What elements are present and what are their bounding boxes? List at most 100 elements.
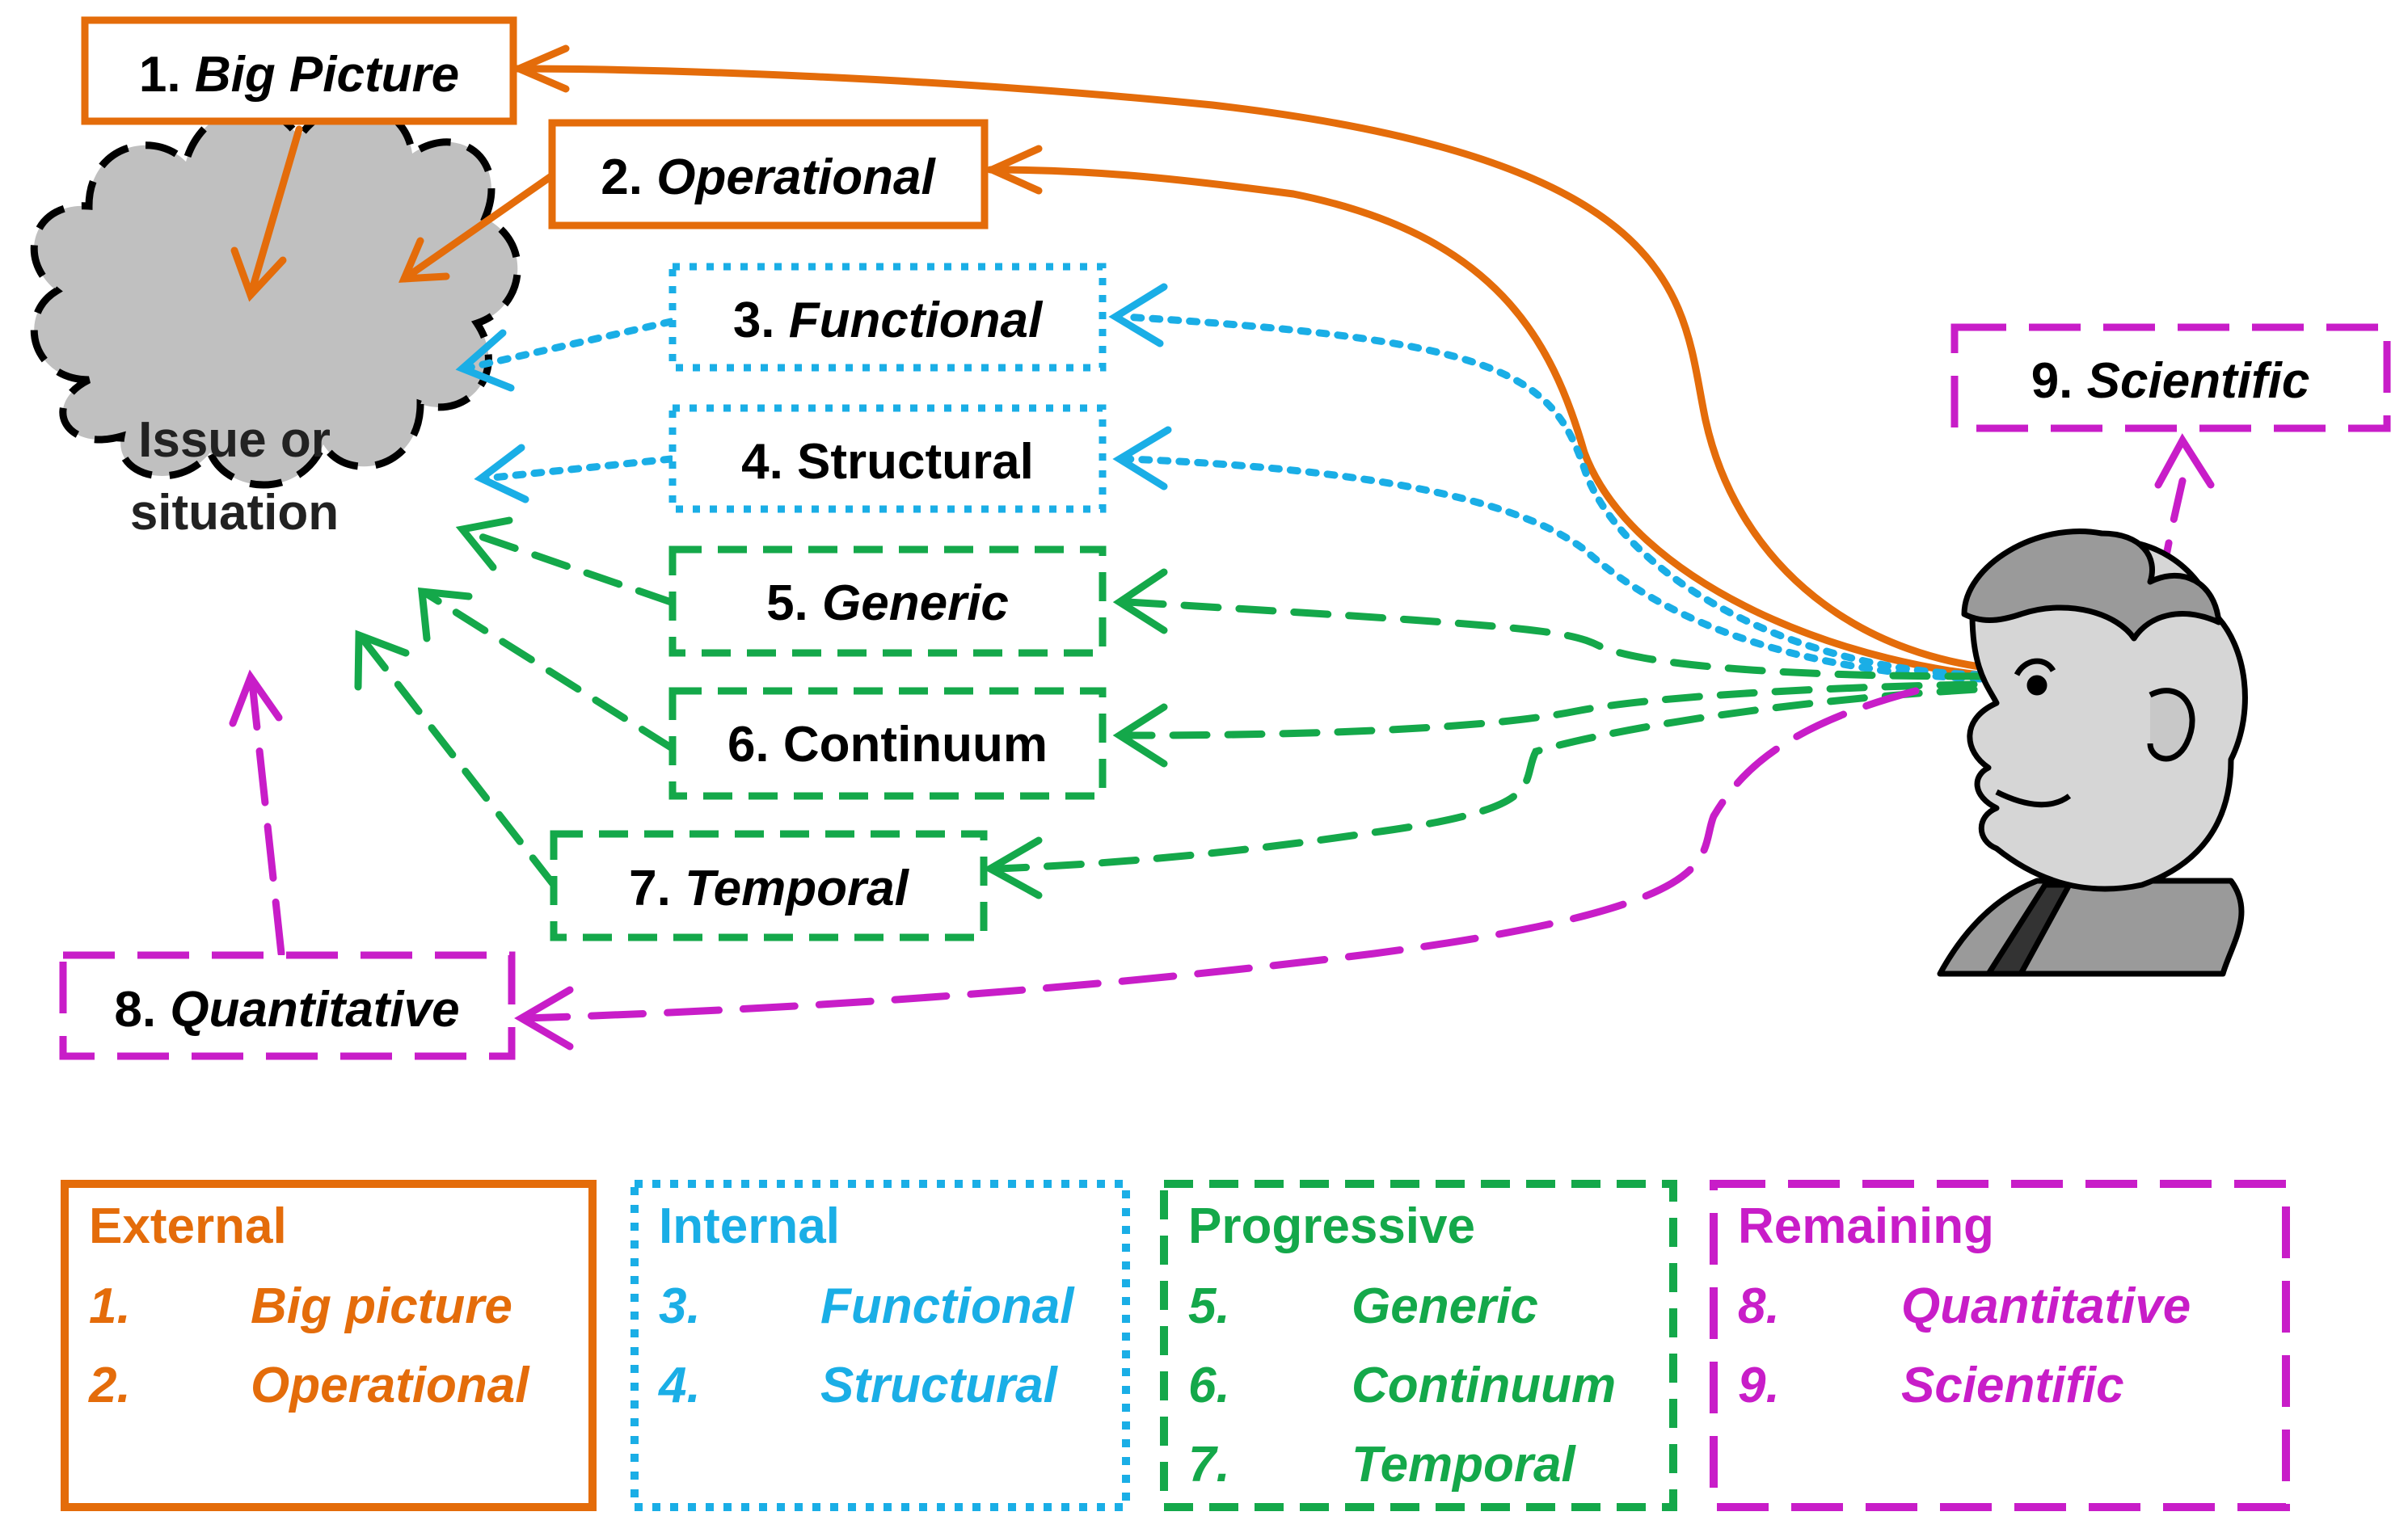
legend-progressive-num-1: 5. [1188,1278,1230,1334]
legend-internal-label-2: Structural [820,1358,1059,1413]
legend-internal-num-1: 3. [659,1278,701,1334]
svg-text:1. Big Picture: 1. Big Picture [139,47,459,103]
arrowhead-b5 [455,516,513,571]
legend-remaining-label-1: Quantitative [1901,1278,2191,1334]
svg-text:7. Temporal: 7. Temporal [629,861,909,916]
legend-external-title: External [89,1198,287,1254]
box-structural: 4. Structural [668,404,1107,513]
legend-internal-title: Internal [659,1198,840,1254]
arrow-b2-to-cloud [400,172,555,283]
box-functional: 3. Functional [668,263,1107,372]
arrowhead-b6 [417,587,473,642]
legend-external: External 1. Big picture 2. Operational [61,1180,597,1511]
box-4-num: 4. [741,434,783,490]
label-boxes: 1. Big Picture 2. Operational 3. Functio… [59,16,2391,1060]
box-6-name: Continuum [783,717,1048,773]
arrow-b1-to-cloud [247,125,303,299]
box-operational: 2. Operational [548,119,989,229]
box-4-name: Structural [797,434,1034,490]
arrowhead-b4 [474,444,529,503]
arrowhead-observer-b3 [1108,283,1168,347]
arrowhead-b8 [229,669,283,727]
arrow-b8-to-cloud [248,679,285,958]
box-7-num: 7. [629,861,671,916]
arrow-observer-to-b2 [986,166,2033,683]
svg-text:2. Operational: 2. Operational [601,149,936,205]
legend-progressive-label-1: Generic [1352,1278,1538,1334]
box-6-num: 6. [727,717,770,773]
arrowhead-observer-b9 [2154,433,2215,489]
svg-text:5. Generic: 5. Generic [766,575,1009,631]
box-scientific: 9. Scientific [1950,323,2391,432]
legend-progressive-label-2: Continuum [1352,1358,1616,1413]
arrowhead-observer-b8 [514,986,574,1051]
legend-remaining-num-1: 8. [1738,1278,1780,1334]
arrowhead-b7 [354,630,410,691]
svg-text:3. Functional: 3. Functional [733,293,1044,348]
arrow-b6-to-cloud [423,590,675,752]
legend-internal-label-1: Functional [820,1278,1075,1334]
box-generic: 5. Generic [668,545,1107,657]
legend-progressive-num-3: 7. [1188,1437,1230,1493]
box-5-num: 5. [766,575,808,631]
arrow-b5-to-cloud [463,528,675,606]
legend-progressive-label-3: Temporal [1352,1437,1577,1493]
box-continuum: 6. Continuum [668,687,1107,800]
box-5-name: Generic [822,575,1009,631]
legend-remaining-num-2: 9. [1738,1358,1780,1413]
thinking-man-icon [1937,528,2248,977]
arrow-b7-to-cloud [358,634,558,889]
arrowhead-observer-b1 [509,44,570,93]
box-8-num: 8. [114,982,156,1038]
legend-remaining: Remaining 8. Quantitative 9. Scientific [1710,1180,2290,1511]
legend-remaining-label-2: Scientific [1901,1358,2124,1413]
legend-internal: Internal 3. Functional 4. Structural [630,1180,1130,1511]
box-temporal: 7. Temporal [550,830,988,941]
legend-remaining-title: Remaining [1738,1198,1994,1254]
legend-external-num-2: 2. [88,1358,131,1413]
cloud-label-line2: situation [130,485,339,541]
arrowhead-b3 [455,329,515,392]
legend-progressive: Progressive 5. Generic 6. Continuum 7. T… [1160,1180,1677,1511]
arrowhead-b1 [230,246,287,302]
box-2-num: 2. [601,149,643,205]
box-1-name: Big Picture [195,47,459,103]
svg-text:8. Quantitative: 8. Quantitative [114,982,459,1038]
cloud-label-line1: Issue or [138,412,331,468]
box-9-num: 9. [2031,353,2073,409]
arrow-observer-to-b8 [521,687,1920,1022]
arrow-observer-to-b4 [1124,455,1984,683]
box-9-name: Scientific [2087,353,2310,409]
arrow-b3-to-cloud [465,318,675,372]
legend-progressive-num-2: 6. [1188,1358,1230,1413]
box-quantitative: 8. Quantitative [59,951,516,1060]
arrow-observer-to-b6 [1124,680,2033,739]
legend-external-label-1: Big picture [251,1278,512,1334]
box-1-num: 1. [139,47,181,103]
legend-progressive-title: Progressive [1188,1198,1475,1254]
legend: External 1. Big picture 2. Operational I… [61,1180,2290,1511]
arrow-observer-to-b3 [1120,313,1984,679]
arrow-observer-to-b1 [513,65,2025,675]
box-8-name: Quantitative [170,982,459,1038]
svg-text:9. Scientific: 9. Scientific [2031,353,2310,409]
legend-external-num-1: 1. [89,1278,131,1334]
legend-internal-num-2: 4. [657,1358,701,1413]
arrow-observer-to-b7 [994,683,2033,873]
box-3-num: 3. [733,293,775,348]
box-2-name: Operational [656,149,936,205]
box-7-name: Temporal [685,861,910,916]
issue-cloud: Issue or situation [30,102,521,541]
legend-external-label-2: Operational [251,1358,530,1413]
box-3-name: Functional [789,293,1044,348]
svg-text:6. Continuum: 6. Continuum [727,717,1048,773]
arrowhead-b2 [399,237,450,283]
arrow-b4-to-cloud [481,455,675,482]
arrows-to-cloud [229,125,675,958]
arrowhead-observer-b2 [982,145,1043,195]
arrowhead-observer-b7 [982,836,1043,899]
arrowhead-observer-b4 [1112,426,1172,491]
box-big-picture: 1. Big Picture [81,16,517,125]
arrowhead-observer-b6 [1112,703,1168,768]
